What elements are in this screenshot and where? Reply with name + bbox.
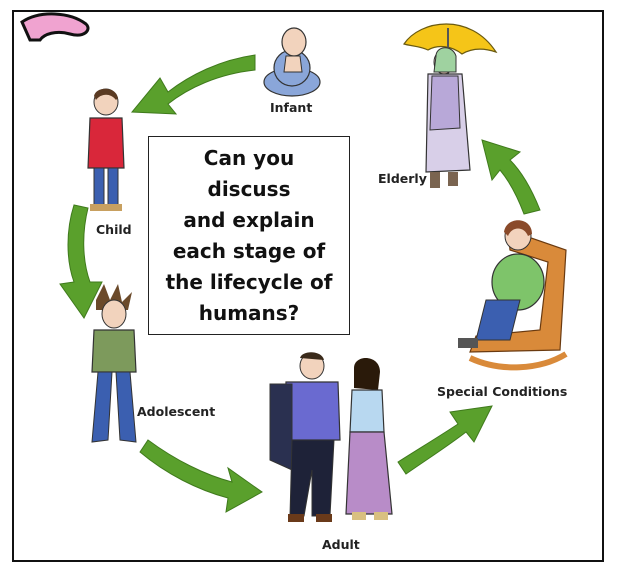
arrow-adolescent-to-adult (139, 439, 263, 513)
corner-decoration (20, 12, 90, 42)
arrow-special-to-elderly (481, 139, 541, 215)
adolescent-figure (91, 284, 137, 443)
arrow-child-to-adolescent (59, 204, 103, 319)
label-child: Child (96, 222, 132, 237)
infant-figure (263, 27, 321, 97)
arrow-infant-to-child (130, 54, 256, 115)
special-conditions-figure (458, 220, 568, 371)
child-figure (87, 88, 125, 211)
label-infant: Infant (270, 100, 313, 115)
label-adolescent: Adolescent (137, 404, 216, 419)
arrow-adult-to-special (397, 405, 493, 475)
adult-figures (269, 352, 393, 522)
label-special-conditions: Special Conditions (437, 384, 568, 399)
question-box: Can you discuss and explain each stage o… (148, 136, 350, 335)
label-elderly: Elderly (378, 171, 427, 186)
question-text: Can you discuss and explain each stage o… (165, 145, 333, 325)
elderly-figure (403, 23, 498, 188)
label-adult: Adult (322, 537, 360, 552)
